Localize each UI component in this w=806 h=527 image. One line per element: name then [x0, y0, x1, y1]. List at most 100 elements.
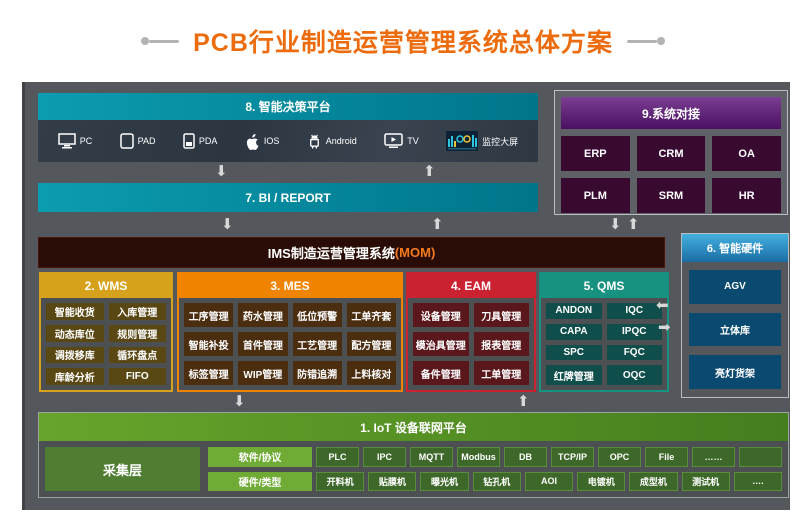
block-smart-hardware: 6. 智能硬件 AGV 立体库 亮灯货架 [681, 233, 789, 398]
iot-machine-item: 成型机 [629, 471, 678, 491]
qms-item: 红牌管理 [546, 365, 602, 385]
iot-protocol-item: DB [504, 447, 547, 467]
wms-header: 2. WMS [41, 274, 171, 298]
apple-icon [246, 133, 259, 150]
device-label: PDA [198, 136, 218, 146]
hardware-item: 亮灯货架 [689, 355, 781, 390]
block-system-integration: 9.系统对接 ERP CRM OA PLM SRM HR [554, 90, 788, 215]
smart-hardware-list: AGV 立体库 亮灯货架 [682, 262, 788, 397]
iot-protocol-item-empty [739, 447, 782, 467]
eam-header: 4. EAM [408, 274, 534, 298]
mes-item: WIP管理 [238, 361, 288, 385]
hardware-item: AGV [689, 270, 781, 304]
eam-item: 模治具管理 [413, 332, 469, 356]
device-ios: IOS [245, 133, 280, 150]
qms-item: OQC [606, 365, 662, 385]
iot-protocol-item: MQTT [410, 447, 453, 467]
qms-item: SPC [546, 344, 602, 361]
decision-platform-header: 8. 智能决策平台 [38, 93, 538, 120]
integration-item: PLM [561, 178, 630, 213]
wms-item: 入库管理 [108, 303, 166, 320]
qms-item: CAPA [546, 323, 602, 340]
qms-grid: ANDON IQC CAPA IPQC SPC FQC 红牌管理 OQC [541, 298, 667, 390]
mom-title-suffix: (MOM) [394, 245, 436, 260]
wms-item: 动态库位 [46, 324, 104, 342]
wms-item: 循环盘点 [108, 346, 166, 364]
device-pad: PAD [119, 133, 156, 149]
eam-item: 工单管理 [473, 361, 529, 385]
iot-machine-item: 曝光机 [420, 471, 469, 491]
software-protocol-label: 软件/协议 [208, 447, 312, 467]
mes-item: 防错追溯 [292, 361, 342, 385]
iot-machine-item: …. [733, 471, 782, 491]
iot-platform-header: 1. IoT 设备联网平台 [39, 413, 788, 441]
block-eam: 4. EAM 设备管理 刀具管理 模治具管理 报表管理 备件管理 工单管理 [406, 272, 536, 392]
integration-item: CRM [636, 136, 706, 171]
iot-machine-item: 电镀机 [577, 471, 626, 491]
page-title-row: PCB行业制造运营管理系统总体方案 [0, 18, 806, 64]
block-iot-platform: 1. IoT 设备联网平台 采集层 软件/协议 PLC IPC MQTT Mod… [38, 412, 789, 498]
tablet-icon [119, 133, 134, 149]
block-wms: 2. WMS 智能收货 入库管理 动态库位 规则管理 调拨移库 循环盘点 库龄分… [39, 272, 173, 392]
title-decoration-left [141, 37, 180, 45]
iot-protocol-item: OPC [598, 447, 641, 467]
collection-layer-label: 采集层 [45, 447, 200, 491]
eam-grid: 设备管理 刀具管理 模治具管理 报表管理 备件管理 工单管理 [408, 298, 534, 390]
pda-icon [183, 133, 195, 149]
mes-item: 智能补投 [184, 332, 234, 356]
integration-item: SRM [636, 178, 706, 213]
iot-protocol-item: Modbus [457, 447, 500, 467]
iot-protocol-item: PLC [316, 447, 359, 467]
iot-hardware-row: 硬件/类型 开料机 贴膜机 曝光机 钻孔机 AOI 电镀机 成型机 测试机 …. [208, 471, 782, 491]
hardware-type-label: 硬件/类型 [208, 471, 312, 491]
block-decision-platform: 8. 智能决策平台 PC PAD PDA IOS Android [38, 93, 538, 162]
qms-item: IQC [606, 303, 662, 319]
block-bi-report: 7. BI / REPORT [38, 183, 538, 212]
iot-protocol-item: …… [692, 447, 735, 467]
title-decoration-right [626, 37, 665, 45]
arrow-left-icon: ⬅ [656, 296, 669, 314]
eam-item: 设备管理 [413, 303, 469, 327]
iot-protocol-item: TCP/IP [551, 447, 594, 467]
qms-item: FQC [606, 344, 662, 361]
qms-header: 5. QMS [541, 274, 667, 298]
arrow-down-icon: ⬇ [233, 392, 246, 410]
arrow-up-icon: ⬆ [517, 392, 530, 410]
page-title: PCB行业制造运营管理系统总体方案 [193, 29, 613, 57]
device-android: Android [307, 133, 357, 150]
eam-item: 刀具管理 [473, 303, 529, 327]
arrow-up-icon: ⬆ [627, 215, 640, 233]
mom-title-text: IMS制造运营管理系统 [267, 246, 395, 261]
mes-item: 工单齐套 [346, 303, 396, 327]
eam-item: 备件管理 [413, 361, 469, 385]
device-label: PAD [137, 136, 156, 146]
tv-icon [384, 133, 403, 148]
mes-item: 首件管理 [238, 332, 288, 356]
device-label: Android [325, 136, 357, 146]
wms-item: 智能收货 [46, 303, 104, 320]
iot-rows: 采集层 软件/协议 PLC IPC MQTT Modbus DB TCP/IP … [39, 441, 788, 497]
integration-grid: ERP CRM OA PLM SRM HR [561, 136, 781, 213]
iot-machine-item: 测试机 [681, 471, 730, 491]
mes-item: 工艺管理 [292, 332, 342, 356]
wms-item: 库龄分析 [46, 368, 104, 385]
arrow-down-icon: ⬇ [215, 162, 228, 180]
block-mes: 3. MES 工序管理 药水管理 低位预警 工单齐套 智能补投 首件管理 工艺管… [177, 272, 403, 392]
iot-software-row: 软件/协议 PLC IPC MQTT Modbus DB TCP/IP OPC … [208, 447, 782, 467]
mes-item: 低位预警 [292, 303, 342, 327]
monitoring-dashboard-icon [446, 131, 479, 151]
iot-protocol-item: File [645, 447, 688, 467]
integration-item: HR [712, 178, 781, 213]
block-qms: 5. QMS ANDON IQC CAPA IPQC SPC FQC 红牌管理 … [539, 272, 669, 392]
arrow-up-icon: ⬆ [431, 215, 444, 233]
qms-item: IPQC [606, 323, 662, 340]
mes-header: 3. MES [179, 274, 401, 298]
device-label: IOS [263, 136, 280, 146]
arrow-up-icon: ⬆ [423, 162, 436, 180]
device-label: 监控大屏 [482, 136, 519, 147]
iot-machine-item: AOI [524, 471, 574, 491]
iot-protocol-item: IPC [363, 447, 406, 467]
mes-grid: 工序管理 药水管理 低位预警 工单齐套 智能补投 首件管理 工艺管理 配方管理 … [179, 298, 401, 390]
pc-monitor-icon [57, 133, 76, 149]
arrow-right-icon: ➡ [658, 318, 671, 336]
